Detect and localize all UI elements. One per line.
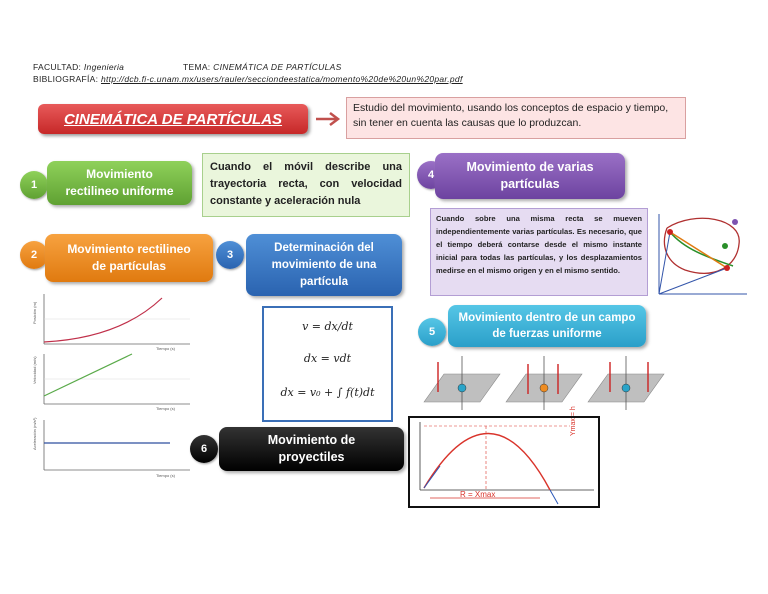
- faculty-label: FACULTAD:: [33, 62, 82, 72]
- node-2-number: 2: [20, 241, 48, 269]
- node-2-label: Movimiento rectilineo de partículas: [67, 242, 191, 273]
- arrow-right-icon: [316, 112, 341, 126]
- node-6-label: Movimiento de proyectiles: [267, 433, 356, 464]
- formula-3: dx = v₀ + ∫ f(t)dt: [280, 386, 375, 399]
- velocity-graph: Velocidad (m/s) Tiempo (s): [32, 353, 190, 411]
- node-3-number: 3: [216, 241, 244, 269]
- position-ylabel: Posición (m): [32, 301, 37, 324]
- topic-value: CINEMÁTICA DE PARTÍCULAS: [213, 62, 342, 72]
- node-6-button[interactable]: Movimiento de proyectiles: [219, 427, 404, 471]
- node-2-button[interactable]: Movimiento rectilineo de partículas: [45, 234, 213, 282]
- node-1-button[interactable]: Movimiento rectilineo uniforme: [47, 161, 192, 205]
- field-panel-2: [505, 356, 583, 410]
- node-3-label: Determinación del movimiento de una part…: [271, 241, 377, 288]
- definition-text: Estudio del movimiento, usando los conce…: [353, 102, 669, 129]
- acceleration-graph: Aceleración (m/s²) Tiempo (s): [32, 417, 190, 478]
- trajectory-diagram: [658, 214, 747, 295]
- position-xlabel: Tiempo (s): [156, 346, 176, 351]
- range-label: R = Xmax: [460, 490, 496, 499]
- node-5-button[interactable]: Movimiento dentro de un campo de fuerzas…: [448, 305, 646, 347]
- node-4-label: Movimiento de varias partículas: [466, 160, 594, 191]
- node-1-number: 1: [20, 171, 48, 199]
- field-panel-3: [587, 356, 665, 410]
- formula-1: v = dx/dt: [302, 320, 353, 333]
- projectile-trajectory: [419, 422, 594, 505]
- faculty-value: Ingenieria: [83, 62, 125, 72]
- topic-label: TEMA:: [183, 62, 211, 72]
- main-title: CINEMÁTICA DE PARTÍCULAS: [38, 104, 308, 134]
- header-faculty: FACULTAD: Ingenieria: [33, 62, 124, 72]
- header-topic: TEMA: CINEMÁTICA DE PARTÍCULAS: [183, 62, 342, 72]
- bibliography-link[interactable]: http://dcb.fi-c.unam.mx/users/rauler/sec…: [100, 74, 463, 84]
- position-graph: Posición (m) Tiempo (s): [32, 294, 190, 351]
- node-5-label: Movimiento dentro de un campo de fuerzas…: [458, 312, 636, 340]
- acceleration-ylabel: Aceleración (m/s²): [32, 417, 37, 450]
- formula-2: dx = vdt: [303, 352, 352, 365]
- velocity-ylabel: Velocidad (m/s): [32, 356, 37, 384]
- field-panel-1: [423, 356, 501, 410]
- main-title-text: CINEMÁTICA DE PARTÍCULAS: [63, 110, 283, 128]
- node-4-description: Cuando sobre una misma recta se mueven i…: [430, 208, 648, 296]
- velocity-xlabel: Tiempo (s): [156, 406, 176, 411]
- definition-box: Estudio del movimiento, usando los conce…: [346, 97, 686, 139]
- node-1-label: Movimiento rectilineo uniforme: [65, 167, 174, 198]
- force-field-diagrams: [423, 356, 665, 410]
- acceleration-xlabel: Tiempo (s): [156, 473, 176, 478]
- node-5-number: 5: [418, 318, 446, 346]
- node-4-button[interactable]: Movimiento de varias partículas: [435, 153, 625, 199]
- projectile-diagram: R = Xmax Ymax = h: [408, 406, 600, 508]
- node-6-number: 6: [190, 435, 218, 463]
- node-3-button[interactable]: Determinación del movimiento de una part…: [246, 234, 402, 296]
- bibliography-label: BIBLIOGRAFÍA:: [33, 74, 99, 84]
- node-1-description: Cuando el móvil describe una trayectoria…: [202, 153, 410, 217]
- formula-box: v = dx/dt dx = vdt dx = v₀ + ∫ f(t)dt: [262, 306, 393, 422]
- height-label: Ymax = h: [570, 406, 577, 436]
- header-bibliography: BIBLIOGRAFÍA: http://dcb.fi-c.unam.mx/us…: [33, 74, 463, 84]
